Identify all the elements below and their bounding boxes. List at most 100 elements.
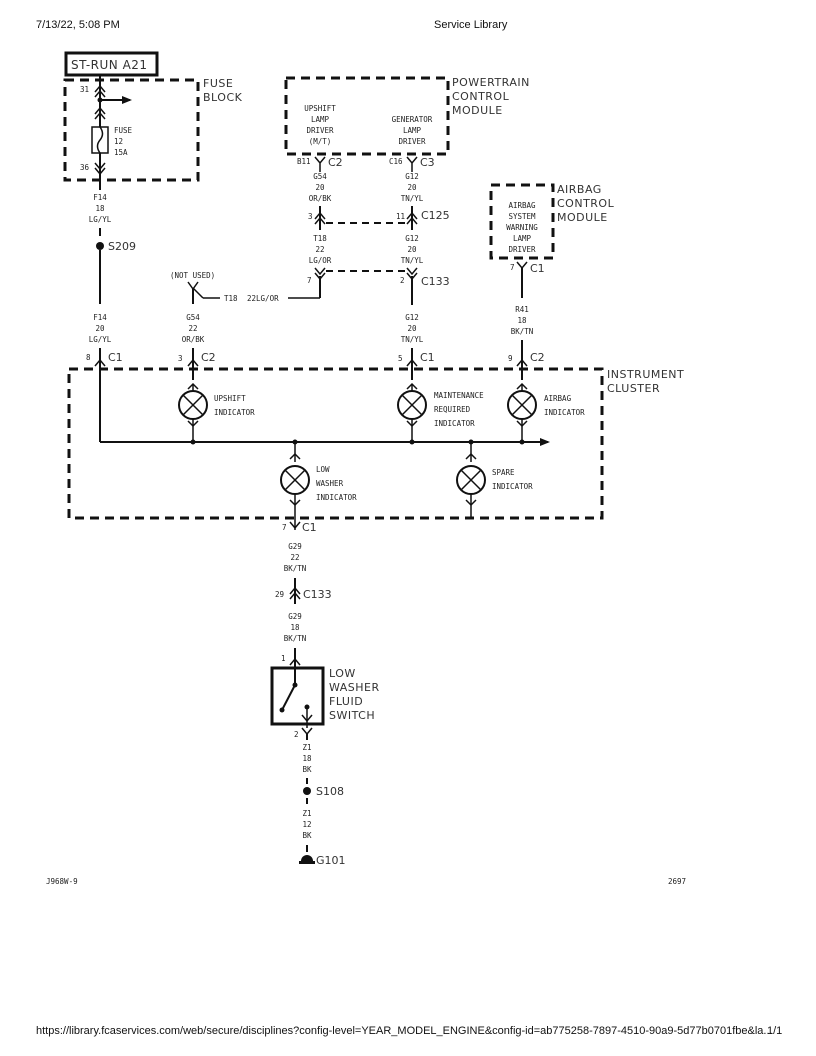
connector-label: C1 [108, 351, 123, 364]
splice-label: S108 [316, 785, 344, 798]
power-source-box: ST-RUN A21 [64, 51, 159, 77]
pin-label: 9 [508, 354, 513, 363]
acm-text: LAMP [513, 234, 532, 243]
splice-label: S209 [108, 240, 136, 253]
lamp-label: INDICATOR [544, 408, 585, 417]
connector-label: C1 [420, 351, 435, 364]
wire-label: 22 [188, 324, 197, 333]
wire-label: G12 [405, 172, 419, 181]
pcm-text: DRIVER [306, 126, 334, 135]
wire-label: Z1 [302, 743, 311, 752]
fuse-pin-out: 36 [80, 163, 90, 172]
ground-label: G101 [316, 854, 346, 867]
pin-label: 8 [86, 353, 91, 362]
pin-label: 3 [178, 354, 183, 363]
fuse-label: FUSE [114, 126, 133, 135]
acm-label-1: AIRBAG [557, 183, 602, 196]
wire-label: G54 [186, 313, 200, 322]
wire-label: T18 [313, 234, 327, 243]
page-number: 1/1 [767, 1025, 783, 1037]
acm-text: WARNING [506, 223, 538, 232]
wire-label: OR/BK [182, 335, 205, 344]
wire-label: R41 [515, 305, 529, 314]
splice-s209 [96, 242, 104, 250]
wire-label: 18 [302, 754, 312, 763]
power-source-label: ST-RUN A21 [71, 58, 148, 72]
wire-label: 22LG/OR [247, 294, 279, 303]
wire-label: TN/YL [401, 256, 424, 265]
lamp-label: AIRBAG [544, 394, 572, 403]
acm-text: DRIVER [508, 245, 536, 254]
print-title: Service Library [434, 19, 508, 31]
lamp-icon [401, 394, 423, 416]
pcm-text: LAMP [403, 126, 422, 135]
connector-label: C3 [420, 156, 435, 169]
wire-label: G12 [405, 313, 419, 322]
pin-label: 2 [294, 730, 299, 739]
wire-label: G12 [405, 234, 419, 243]
pcm-label-1: POWERTRAIN [452, 76, 530, 89]
wire-label: BK [302, 765, 312, 774]
wire-label: LG/OR [309, 256, 332, 265]
wire-label: BK/TN [284, 564, 307, 573]
pin-label: 5 [398, 354, 403, 363]
pcm-text: UPSHIFT [304, 104, 336, 113]
wire-label: 20 [407, 324, 417, 333]
wire-label: 12 [302, 820, 311, 829]
wire-label: T18 [224, 294, 238, 303]
wire-label: 18 [517, 316, 527, 325]
pin-label: 29 [275, 590, 284, 599]
powertrain-control-module: POWERTRAIN CONTROL MODULE UPSHIFT LAMP D… [284, 76, 530, 156]
connector-label: C133 [421, 275, 450, 288]
switch-label-3: FLUID [329, 695, 363, 708]
lamp-label: INDICATOR [492, 482, 533, 491]
pin-label: C16 [389, 157, 403, 166]
upshift-indicator-lamp: UPSHIFT INDICATOR [178, 382, 255, 445]
lamp-icon [460, 469, 482, 491]
ground-icon [299, 855, 315, 864]
fuse-block-label-2: BLOCK [203, 91, 243, 104]
print-date: 7/13/22, 5:08 PM [36, 19, 120, 31]
wire-label: 20 [315, 183, 325, 192]
fuse-block-label-1: FUSE [203, 77, 233, 90]
lamp-icon [284, 469, 306, 491]
pin-label: 3 [308, 212, 313, 221]
switch-label-4: SWITCH [329, 709, 375, 722]
connector-label: C1 [530, 262, 545, 275]
lamp-icon [182, 394, 204, 416]
lamp-label: WASHER [316, 479, 344, 488]
maintenance-indicator-lamp: MAINTENANCE REQUIRED INDICATOR [397, 382, 484, 445]
wire-label: OR/BK [309, 194, 332, 203]
airbag-control-module: AIRBAG CONTROL MODULE AIRBAG SYSTEM WARN… [489, 183, 614, 260]
wire-label: 20 [407, 183, 417, 192]
wire-label: 22 [315, 245, 324, 254]
airbag-indicator-lamp: AIRBAG INDICATOR [507, 382, 585, 445]
connector-label: C2 [530, 351, 545, 364]
not-used-label: (NOT USED) [170, 271, 215, 280]
fuse-block: FUSE BLOCK 31 FUSE 12 15A 36 [63, 75, 243, 190]
pcm-label-2: CONTROL [452, 90, 510, 103]
figure-number: 2697 [668, 877, 686, 886]
acm-text: SYSTEM [508, 212, 536, 221]
acm-label-3: MODULE [557, 211, 608, 224]
lamp-label: INDICATOR [434, 419, 475, 428]
wire-label: 18 [95, 204, 105, 213]
page-url: https://library.fcaservices.com/web/secu… [36, 1025, 773, 1037]
wire-label: BK/TN [284, 634, 307, 643]
wire-label: 20 [407, 245, 417, 254]
connector-label: C125 [421, 209, 450, 222]
fuse-pin-in: 31 [80, 85, 89, 94]
wire-label: TN/YL [401, 335, 424, 344]
pcm-text: DRIVER [398, 137, 426, 146]
low-washer-indicator-lamp: LOW WASHER INDICATOR [280, 439, 357, 530]
pin-label: B11 [297, 157, 311, 166]
wire-label: F14 [93, 193, 107, 202]
figure-id: J968W-9 [46, 877, 78, 886]
wire-label: G29 [288, 542, 302, 551]
pin-label: 7 [282, 523, 287, 532]
splice-s108 [303, 787, 311, 795]
pin-label: 7 [307, 276, 312, 285]
pin-label: 7 [510, 263, 515, 272]
pcm-label-3: MODULE [452, 104, 503, 117]
